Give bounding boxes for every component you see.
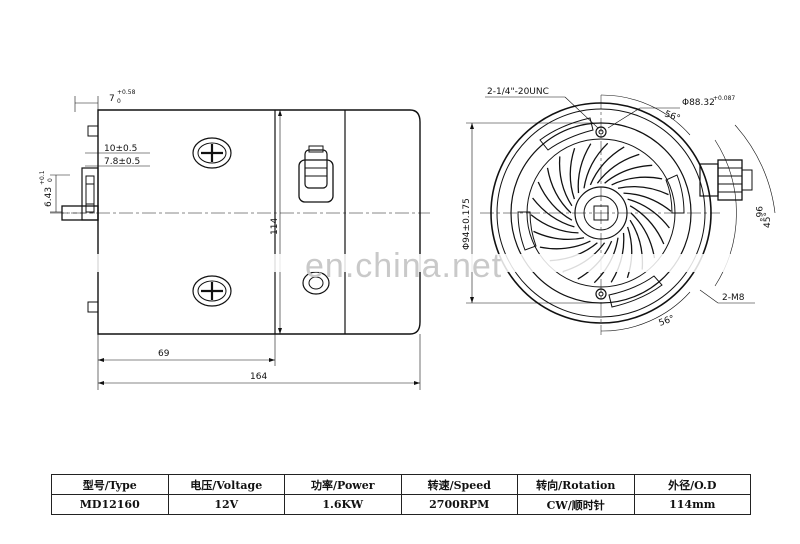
fan-blade bbox=[604, 164, 653, 184]
dim-bore: Φ94±0.175 bbox=[462, 198, 472, 250]
fan-blade bbox=[558, 156, 573, 207]
dim-shaft-dia-tol2: 0 bbox=[47, 178, 54, 182]
spec-header-row: 型号/Type 电压/Voltage 功率/Power 转速/Speed 转向/… bbox=[51, 474, 751, 495]
spec-value-od: 114mm bbox=[633, 494, 751, 515]
dim-total-len: 164 bbox=[250, 372, 267, 382]
dim-angle-top: 56° bbox=[663, 109, 681, 124]
dim-angle-bottom: 56° bbox=[658, 314, 676, 329]
fan-blade bbox=[627, 198, 670, 229]
fan-blade bbox=[623, 192, 672, 212]
dim-shaft-dia-tol: +0.1 bbox=[39, 170, 46, 185]
fan-blade bbox=[532, 197, 575, 228]
watermark-text: en.china.net bbox=[305, 247, 502, 285]
fan-blade bbox=[630, 212, 656, 259]
spec-value-type: MD12160 bbox=[51, 494, 169, 515]
fan-blade bbox=[611, 176, 663, 186]
fan-blade bbox=[589, 146, 625, 186]
spec-value-row: MD12160 12V 1.6KW 2700RPM CW/顺时针 114mm bbox=[51, 494, 751, 515]
fan-blade bbox=[546, 167, 572, 214]
dim-d1: 10±0.5 bbox=[104, 144, 137, 154]
spec-value-rotation: CW/顺时针 bbox=[517, 494, 635, 515]
spec-value-voltage: 12V bbox=[167, 494, 285, 515]
dim-shaft-step: 7 bbox=[109, 94, 115, 104]
fan-blade bbox=[569, 147, 576, 200]
motor-technical-drawing: 7 +0.58 0 10±0.5 7.8±0.5 6.43 +0.1 0 114… bbox=[39, 87, 776, 390]
spec-table: 型号/Type 电压/Voltage 功率/Power 转速/Speed 转向/… bbox=[51, 474, 751, 515]
dim-d2: 7.8±0.5 bbox=[104, 157, 140, 167]
fan-blade bbox=[596, 153, 640, 184]
dim-front-len: 69 bbox=[158, 349, 170, 359]
spec-header-od: 外径/O.D bbox=[633, 474, 751, 495]
spec-header-rotation: 转向/Rotation bbox=[517, 474, 635, 495]
dim-bolt: 2-M8 bbox=[722, 293, 745, 303]
fan-blade bbox=[617, 186, 669, 196]
fan-blade bbox=[530, 214, 579, 234]
fan-blade bbox=[577, 143, 592, 194]
spec-header-power: 功率/Power bbox=[284, 474, 402, 495]
spec-header-voltage: 电压/Voltage bbox=[167, 474, 285, 495]
fan-blade bbox=[629, 205, 665, 245]
spec-header-speed: 转速/Speed bbox=[400, 474, 518, 495]
dim-shaft-step-tol: +0.58 bbox=[117, 89, 136, 96]
fan-blades bbox=[530, 142, 672, 284]
fan-blade bbox=[626, 226, 633, 279]
dim-body-dia: 114 bbox=[270, 218, 280, 235]
dim-angle-mid: 96° bbox=[753, 206, 763, 222]
spec-header-type: 型号/Type bbox=[51, 474, 169, 495]
dim-angle-side: 45° bbox=[763, 212, 773, 228]
spec-value-speed: 2700RPM bbox=[400, 494, 518, 515]
dim-shaft-dia: 6.43 bbox=[44, 187, 54, 207]
dim-pcd: Φ88.32 bbox=[682, 98, 715, 108]
motor-body-outline bbox=[97, 109, 421, 335]
dim-pcd-tol: +0.087 bbox=[713, 95, 735, 102]
fan-blade bbox=[537, 181, 573, 221]
dim-shaft-step-tol2: 0 bbox=[117, 98, 121, 105]
fan-blade bbox=[533, 230, 585, 240]
fan-blade bbox=[583, 142, 609, 189]
fan-blade bbox=[539, 240, 591, 250]
spec-value-power: 1.6KW bbox=[284, 494, 402, 515]
dim-thread: 2-1/4"-20UNC bbox=[487, 87, 549, 97]
